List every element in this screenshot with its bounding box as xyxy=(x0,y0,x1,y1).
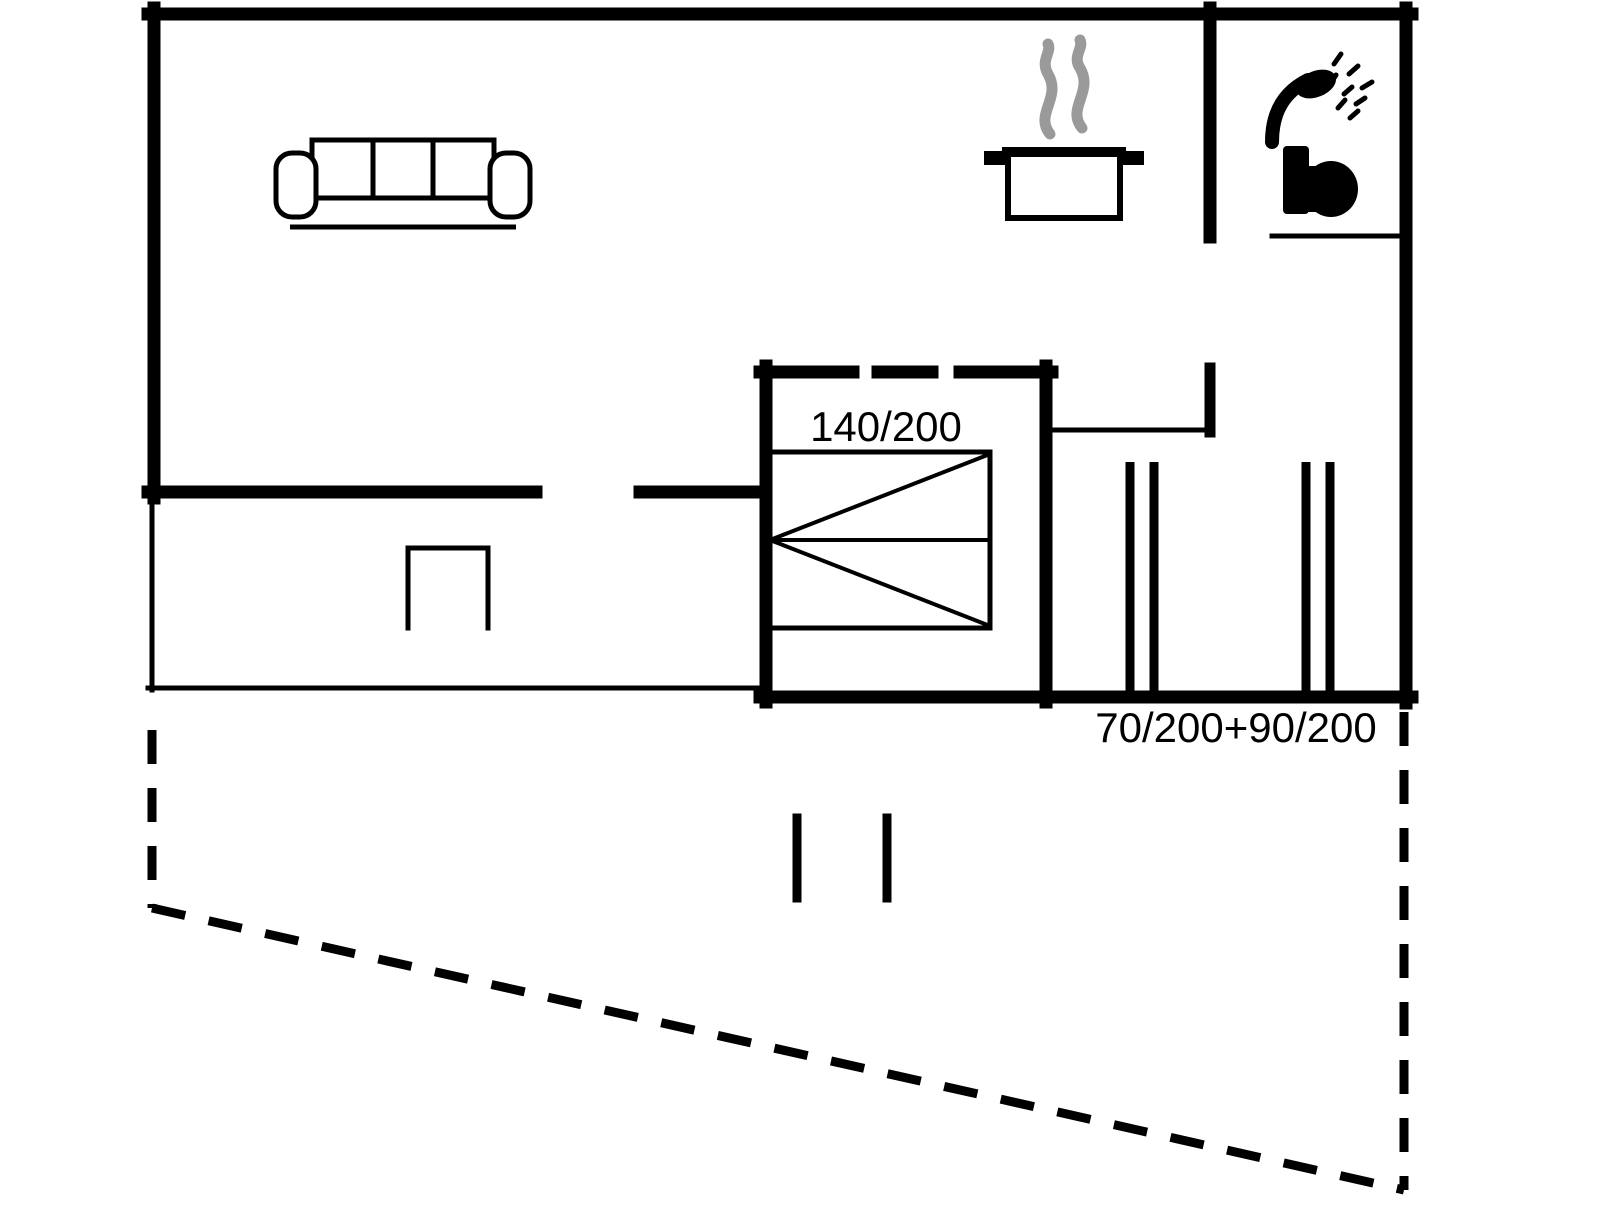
sofa-armrest-right xyxy=(487,150,533,220)
shower-icon xyxy=(1265,69,1337,149)
terrace-outline xyxy=(147,712,1409,1195)
shower-spray xyxy=(1327,51,1375,121)
toilet-bowl xyxy=(1304,161,1358,217)
shower-head xyxy=(1295,69,1337,99)
spray-dash xyxy=(1331,51,1344,67)
spray-dash xyxy=(1335,97,1348,111)
spray-dash xyxy=(1346,63,1361,77)
steam-wisp xyxy=(1039,38,1058,140)
double-bed-icon xyxy=(767,449,993,631)
spray-dash xyxy=(1327,72,1339,87)
terrace-dash-diagonal xyxy=(151,903,1405,1195)
toilet-icon xyxy=(1283,146,1358,217)
porch-niche xyxy=(405,545,491,631)
cooking-pot-icon xyxy=(984,147,1144,221)
spray-dash xyxy=(1353,95,1368,107)
bunk-bed-icon xyxy=(1125,462,1159,694)
spray-dash xyxy=(1359,79,1375,91)
labels: 140/200 70/200+90/200 xyxy=(810,403,1377,751)
sofa-cushions xyxy=(309,137,497,201)
spray-dash xyxy=(1347,108,1361,121)
bunk-beds-label: 70/200+90/200 xyxy=(1095,704,1376,751)
pot-body xyxy=(1005,149,1123,221)
double-bed-label: 140/200 xyxy=(810,403,962,450)
sofa-icon xyxy=(273,137,533,230)
bunk-bed-icon xyxy=(1301,462,1335,694)
steam-icon xyxy=(1039,34,1090,140)
spray-dash xyxy=(1341,84,1355,97)
bed-duvet-lower xyxy=(769,538,991,628)
sofa-armrest-left xyxy=(273,150,319,220)
walls xyxy=(141,1,1419,903)
steam-wisp xyxy=(1071,34,1090,134)
bed-duvet-upper xyxy=(769,452,991,542)
